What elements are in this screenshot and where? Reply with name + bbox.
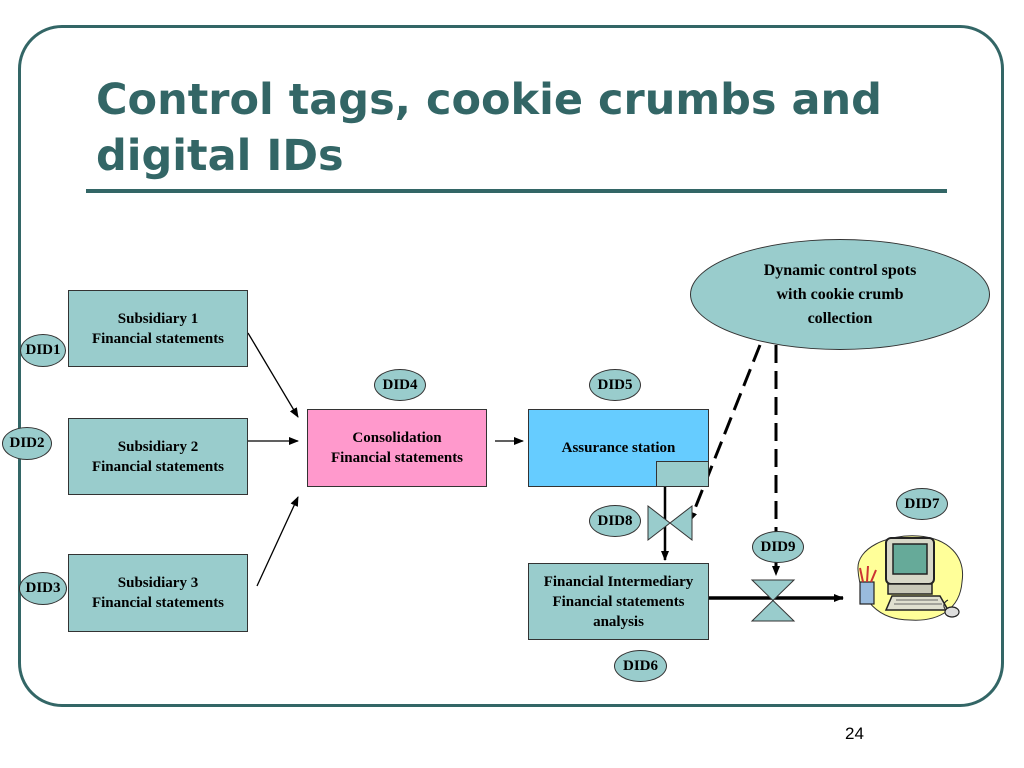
- box-label-line: Subsidiary 2: [117, 438, 199, 455]
- callout-line: Dynamic control spots: [763, 261, 917, 279]
- title-underline: [86, 189, 947, 193]
- did8-oval: DID8: [589, 505, 641, 537]
- box-label-line: Assurance station: [561, 440, 676, 456]
- box-label-line: Financial statements: [91, 330, 225, 347]
- box-label-line: Financial statements: [330, 450, 464, 466]
- assurance-station-tab: [656, 461, 709, 487]
- box-label-line: Financial statements: [91, 595, 225, 611]
- callout-line: with cookie crumb: [776, 285, 904, 303]
- did9-oval: DID9: [752, 531, 804, 563]
- box-label-line: analysis: [593, 613, 644, 630]
- computer-clipart-icon: [857, 535, 964, 621]
- subsidiary-1-box: Subsidiary 1 Financial statements: [68, 290, 248, 367]
- bowtie-valve-icon: [750, 579, 796, 622]
- did7-oval: DID7: [896, 488, 948, 520]
- box-label-line: Financial statements: [552, 593, 685, 610]
- did1-oval: DID1: [20, 334, 66, 367]
- subsidiary-2-box: Subsidiary 2 Financial statements: [68, 418, 248, 495]
- did5-oval: DID5: [589, 369, 641, 401]
- slide-frame: [18, 25, 1004, 707]
- box-label-line: Consolidation: [352, 430, 442, 446]
- arrow-sub3-to-consolidation: [256, 496, 299, 587]
- box-label-line: Financial statements: [91, 458, 225, 475]
- callout-line: collection: [807, 309, 873, 327]
- slide-title: Control tags, cookie crumbs and digital …: [96, 75, 882, 181]
- did2-oval: DID2: [2, 427, 52, 460]
- page-number: 24: [845, 724, 864, 743]
- dashed-arrow-to-did8-valve: [688, 344, 762, 522]
- subsidiary-3-box: Subsidiary 3 Financial statements: [68, 554, 248, 632]
- box-label-line: Subsidiary 1: [117, 310, 199, 327]
- box-label-line: Subsidiary 3: [117, 575, 199, 591]
- did6-oval: DID6: [614, 650, 667, 682]
- did4-oval: DID4: [374, 369, 426, 401]
- bowtie-valve-icon: [647, 504, 693, 542]
- arrow-sub1-to-consolidation: [247, 332, 299, 418]
- box-label-line: Financial Intermediary: [543, 573, 694, 590]
- did3-oval: DID3: [19, 572, 67, 605]
- dynamic-control-spots-callout: Dynamic control spots with cookie crumb co…: [690, 239, 990, 350]
